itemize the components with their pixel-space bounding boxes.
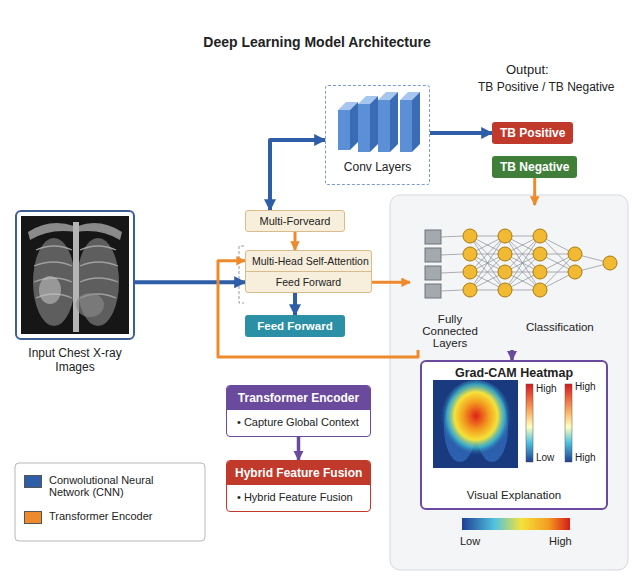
colorbar-label: High — [575, 452, 596, 463]
node-text: Grad-CAM Heatmap — [422, 362, 606, 380]
connector-arrow — [533, 178, 536, 205]
classifier-region: Fully Connected Layers Classification — [410, 205, 625, 350]
output-panel — [390, 195, 628, 570]
scale-label: High — [549, 535, 572, 547]
connector-arrow — [270, 140, 325, 210]
colorbar — [565, 384, 572, 462]
colorbar — [526, 384, 533, 462]
node-text: Conv Layers — [344, 160, 411, 184]
legend-swatch — [24, 475, 42, 488]
encoder-box: Transformer Encoder• Capture Global Cont… — [226, 385, 371, 437]
colorbar-label: High — [536, 383, 557, 394]
connector-arrow — [510, 350, 514, 360]
node-text: Visual Explanation — [422, 489, 606, 501]
xray-image — [21, 216, 129, 334]
legend-text: Transformer Encoder — [49, 510, 194, 522]
attention-box: Multi-Head Self-AttentionFeed Forward — [245, 250, 372, 293]
colorbar-label: High — [575, 381, 596, 392]
output-box: TB Positive — [492, 122, 573, 144]
bracket — [239, 246, 244, 303]
connector-arrow — [297, 437, 301, 460]
legend-swatch — [24, 511, 42, 524]
legend-box — [15, 463, 205, 541]
output-label: Output: — [506, 62, 549, 77]
heatmap-image — [433, 380, 518, 468]
output-label: TB Positive / TB Negative — [478, 80, 615, 94]
process-box: Feed Forward — [245, 315, 345, 337]
conv-layers-figure — [338, 92, 420, 152]
diagram-title: Deep Learning Model Architecture — [0, 34, 634, 50]
node-text: Classification — [526, 321, 594, 333]
node-text: TB Positive — [500, 126, 565, 140]
neural-network-figure — [425, 229, 617, 298]
fusion-box: Hybrid Feature Fusion• Hybrid Feature Fu… — [226, 460, 371, 512]
node-text: Feed Forward — [246, 272, 371, 292]
connector-arrow — [372, 281, 410, 284]
connector-arrow — [430, 131, 492, 135]
process-box: Multi-Forveard — [245, 210, 345, 232]
connector-arrow — [135, 280, 245, 284]
legend-row: Conwolutional Neural Network (CNN) — [24, 474, 196, 498]
colorbar — [462, 518, 570, 530]
node-text: • Hybrid Feature Fusion — [227, 485, 370, 511]
output-box: TB Negative — [492, 156, 577, 178]
colorbar-label: Low — [536, 452, 554, 463]
conv-layers-box: Conv Layers — [325, 85, 430, 185]
node-text: Hybrid Feature Fusion — [227, 461, 370, 485]
node-text: Multi-Head Self-Attention — [246, 251, 371, 272]
connector-arrow — [293, 293, 297, 315]
legend-row: Transformer Encoder — [24, 510, 196, 524]
legend-text: Conwolutional Neural Network (CNN) — [49, 474, 194, 498]
scale-label: Low — [460, 535, 480, 547]
node-text: Input Chest X-ray Images — [25, 346, 125, 374]
node-text: Transformer Encoder — [227, 386, 370, 410]
input-image-box: Input Chest X-ray Images — [15, 210, 135, 340]
node-text: TB Negative — [500, 160, 569, 174]
node-text: • Capture Global Context — [227, 410, 370, 436]
node-text: Feed Forward — [245, 315, 345, 337]
legend: Conwolutional Neural Network (CNN) Transf… — [24, 474, 196, 536]
connector-arrow — [294, 232, 297, 250]
node-text: Fully Connected Layers — [410, 313, 490, 349]
node-text: Multi-Forveard — [246, 211, 344, 231]
gradcam-ground — [420, 360, 608, 510]
